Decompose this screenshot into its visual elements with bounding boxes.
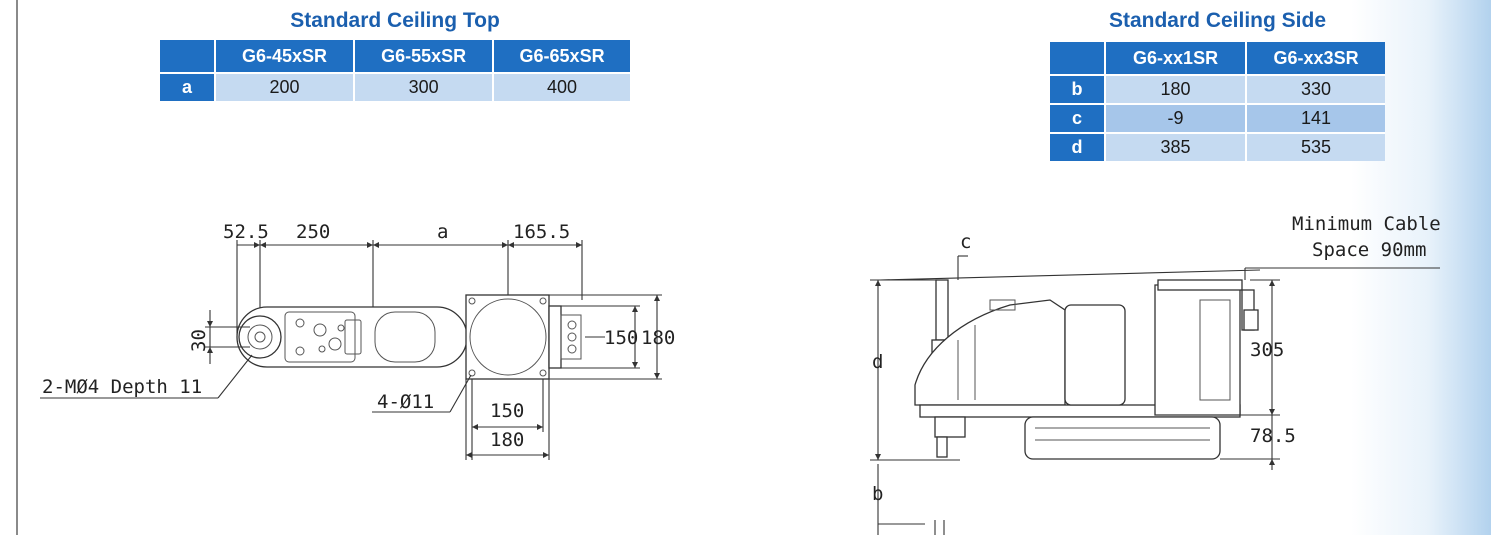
table-cell: 535 <box>1247 132 1385 161</box>
table-cell: 300 <box>355 72 495 101</box>
table-cell: 400 <box>494 72 630 101</box>
row-key: b <box>1050 74 1106 103</box>
top-dimension-chain <box>237 242 582 248</box>
row-key: c <box>1050 103 1106 132</box>
cable-note-leader <box>1244 267 1440 280</box>
side-table-header-g6-xx3sr: G6-xx3SR <box>1247 42 1385 74</box>
d-dimension-line <box>870 279 960 461</box>
side-label-d: d <box>872 351 883 373</box>
top-table-header-g6-55xsr: G6-55xSR <box>355 40 495 72</box>
top-dimension-table: G6-45xSR G6-55xSR G6-65xSR a 200 300 400 <box>160 40 630 101</box>
page-left-rule <box>16 0 18 535</box>
side-table-row-c: c -9 141 <box>1050 103 1385 132</box>
ceiling-side-view-drawing: c d b <box>870 213 1441 535</box>
table-cell: 141 <box>1247 103 1385 132</box>
dim-label-180-right: 180 <box>641 327 675 349</box>
side-table-header-row: G6-xx1SR G6-xx3SR <box>1050 42 1385 74</box>
dim-label-30: 30 <box>188 329 210 352</box>
mount-callout-leader <box>372 374 472 413</box>
side-dimension-table: G6-xx1SR G6-xx3SR b 180 330 c -9 141 d 3… <box>1050 42 1385 161</box>
dim-label-78-5: 78.5 <box>1250 425 1296 447</box>
robot-arm-top <box>236 306 468 368</box>
dim-label-52-5: 52.5 <box>223 221 269 243</box>
cable-note-line1: Minimum Cable <box>1292 213 1441 235</box>
top-table-title: Standard Ceiling Top <box>290 9 500 32</box>
robot-arm-side <box>914 279 1259 460</box>
bottom-dimension-lines <box>465 379 550 460</box>
top-table-header-row: G6-45xSR G6-55xSR G6-65xSR <box>160 40 630 72</box>
left-dimension-30 <box>205 310 250 364</box>
top-table-header-g6-65xsr: G6-65xSR <box>494 40 630 72</box>
dim-label-250: 250 <box>296 221 330 243</box>
b-dimension-line <box>877 464 945 535</box>
side-table-title: Standard Ceiling Side <box>1108 9 1327 32</box>
table-cell: -9 <box>1106 103 1248 132</box>
side-table-header-corner <box>1050 42 1106 74</box>
ceiling-top-view-drawing: 52.5 250 a 165.5 <box>40 221 675 460</box>
row-key: d <box>1050 132 1106 161</box>
table-cell: 200 <box>216 72 356 101</box>
hole-callout-leader <box>40 354 253 399</box>
dim-label-165-5: 165.5 <box>513 221 570 243</box>
dim-label-150-bottom: 150 <box>490 400 524 422</box>
top-table-row-a: a 200 300 400 <box>160 72 630 101</box>
robot-base-top <box>465 294 582 380</box>
hole-callout-label: 2-MØ4 Depth 11 <box>42 376 202 398</box>
side-table-header-g6-xx1sr: G6-xx1SR <box>1106 42 1248 74</box>
side-table-row-d: d 385 535 <box>1050 132 1385 161</box>
side-label-c: c <box>960 231 971 253</box>
cable-note-line2: Space 90mm <box>1312 239 1426 261</box>
dim-label-305: 305 <box>1250 339 1284 361</box>
row-key: a <box>160 72 216 101</box>
side-table-row-b: b 180 330 <box>1050 74 1385 103</box>
side-label-b: b <box>872 483 883 505</box>
top-view-extension-lines <box>236 240 583 335</box>
top-table-header-corner <box>160 40 216 72</box>
table-cell: 330 <box>1247 74 1385 103</box>
right-dimension-lines <box>549 294 662 380</box>
dim-label-180-bottom: 180 <box>490 429 524 451</box>
c-dimension-marks <box>879 255 1261 281</box>
table-cell: 385 <box>1106 132 1248 161</box>
top-table-header-g6-45xsr: G6-45xSR <box>216 40 356 72</box>
table-cell: 180 <box>1106 74 1248 103</box>
mount-callout-label: 4-Ø11 <box>377 391 434 413</box>
dim-label-150-right: 150 <box>604 327 638 349</box>
dim-label-a: a <box>437 221 448 243</box>
right-side-dimension-lines <box>1220 279 1280 470</box>
